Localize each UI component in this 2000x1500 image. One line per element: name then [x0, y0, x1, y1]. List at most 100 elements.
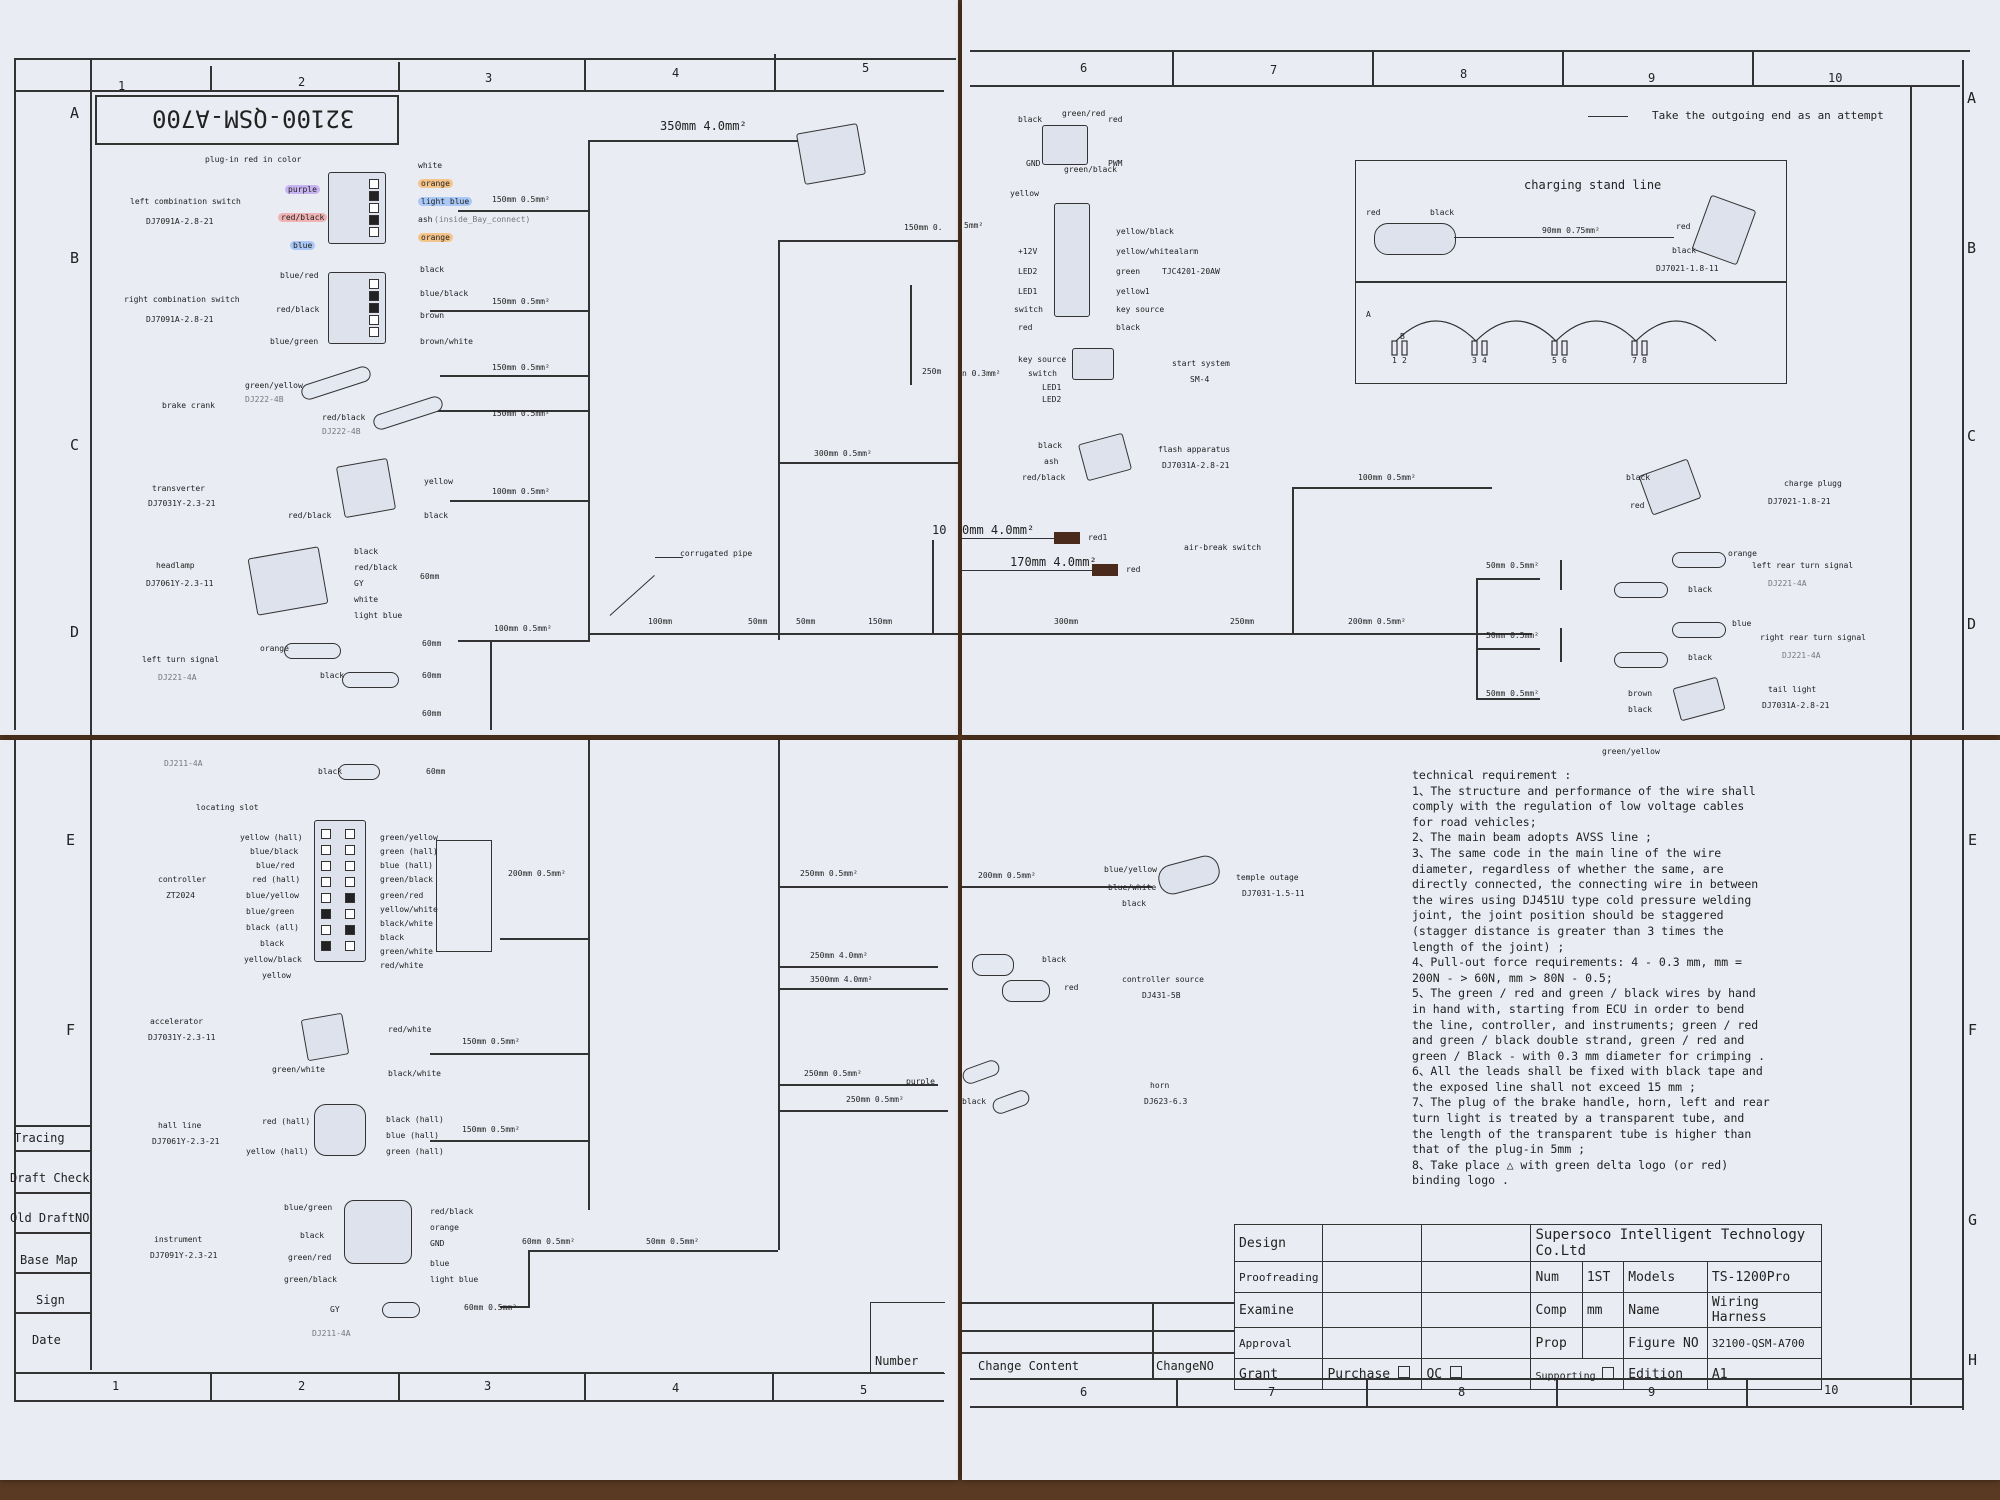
instrument-part: DJ7091Y-2.3-21 [150, 1251, 218, 1260]
temple-part: DJ7031-1.5-11 [1242, 889, 1305, 898]
hall-wire-red: red (hall) [262, 1117, 311, 1126]
hall-wire-yellow: yellow (hall) [246, 1147, 309, 1156]
transverter-part: DJ7031Y-2.3-21 [148, 499, 216, 508]
lrt-wire-black: black [1688, 585, 1713, 594]
brake-wire1: green/yellow [245, 381, 303, 390]
lb-tracing: Tracing [14, 1131, 65, 1145]
flash-connector [1077, 432, 1133, 482]
inst-wire-bluegreen: blue/green [284, 1203, 333, 1212]
alarm-wire-led1: LED1 [1018, 287, 1038, 296]
sheet-bottom-left: E F 1 2 3 4 5 Tracing Draft Check Old Dr… [0, 740, 958, 1480]
main-connector-350 [795, 123, 867, 185]
coil-label-b: B [1400, 332, 1405, 341]
sheet-bottom-right: E F G H 6 7 8 9 10 green/yellow 200mm 0.… [962, 740, 2000, 1480]
col-number-5: 5 [862, 61, 870, 75]
brake-wire2: red/black [322, 413, 366, 422]
charging-plug-connector [1691, 194, 1757, 266]
tb-edition-val: A1 [1706, 1358, 1823, 1390]
temple-name: temple outage [1236, 873, 1299, 882]
length-50b: 50mm [796, 617, 816, 626]
start-name: start system [1172, 359, 1230, 368]
alarm-part: TJC4201-20AW [1162, 267, 1220, 276]
left-turn-part: DJ221-4A [158, 673, 197, 682]
length-50a: 50mm [748, 617, 768, 626]
lc-note: (inside_Bay_connect) [434, 215, 531, 224]
rc-wire-black: black [420, 265, 445, 274]
length-100d: 100mm 0.5mm² [1358, 473, 1416, 482]
rc-wire-blueblack: blue/black [420, 289, 469, 298]
left-combo-name: left combination switch [130, 197, 241, 206]
tb-num: Num [1530, 1261, 1583, 1293]
bcol-6: 6 [1080, 1385, 1088, 1399]
instrument-connector [344, 1200, 412, 1264]
inst-wire-gnd: GND [430, 1239, 445, 1248]
inst-wire-blue: blue [430, 1259, 450, 1268]
accelerator-connector [300, 1012, 350, 1062]
title-block: Design Supersoco Intelligent Technology … [1233, 1224, 1823, 1390]
alarm-wire-keysrc: key source [1116, 305, 1165, 314]
row-letter-r-e: E [1968, 831, 1978, 849]
cs-wire-black: black [1430, 208, 1455, 217]
brake-crank-name: brake crank [162, 401, 215, 410]
req-item-3: 3、The same code in the main line of the … [1412, 845, 1759, 954]
supporting-checkbox[interactable] [1601, 1366, 1614, 1379]
horn-term-1 [962, 1057, 1002, 1087]
ctrl-r-3: green/black [380, 875, 433, 884]
length-150c: 150mm 0.5mm² [492, 363, 550, 372]
bcol-5: 5 [860, 1383, 868, 1397]
ctrl-src-wire-black: black [1042, 955, 1067, 964]
rrt-term-2 [1614, 652, 1668, 668]
length-60a: 60mm [420, 572, 440, 581]
length-60e: 60mm [426, 767, 446, 776]
ctrl-r-8: green/white [380, 947, 433, 956]
rrt-term-1 [1672, 622, 1726, 638]
charging-stand-box: charging stand line red black 90mm 0.75m… [1355, 160, 1787, 384]
row-letter-r-d: D [1967, 615, 1977, 633]
length-250d: 250mm 4.0mm² [810, 951, 868, 960]
controller-name: controller [158, 875, 207, 884]
length-300: 300mm 0.5mm² [814, 449, 872, 458]
ctrl-l-3: red (hall) [252, 875, 301, 884]
row-letter-c: C [70, 436, 80, 454]
length-150g: 150mm 0.5mm² [462, 1037, 520, 1046]
row-letter-d: D [70, 623, 80, 641]
tb-name: Name [1623, 1292, 1708, 1328]
coil-label-4: 4 [1482, 356, 1487, 365]
acc-wire-redwhite: red/white [388, 1025, 432, 1034]
col-number-6: 6 [1080, 61, 1088, 75]
bcol-9: 9 [1648, 1385, 1656, 1399]
start-wire-switch: switch [1028, 369, 1057, 378]
trans-wire-yellow: yellow [424, 477, 453, 486]
col-number-3: 3 [485, 71, 493, 85]
tb-figure: Figure NO [1623, 1327, 1708, 1359]
length-60d: 60mm [422, 709, 442, 718]
hall-wire-blue: blue (hall) [386, 1131, 439, 1140]
length-250b: 250mm [1230, 617, 1255, 626]
row-letter-b: B [70, 249, 80, 267]
row-letter-r-f: F [1968, 1021, 1978, 1039]
length-250e: 250mm 0.5mm² [804, 1069, 862, 1078]
tb-wire-greenblack: green/black [1064, 165, 1117, 174]
inst-wire-greenblack: green/black [284, 1275, 337, 1284]
number-label: Number [875, 1354, 919, 1368]
start-connector [1072, 348, 1114, 380]
lc-wire-orange: orange [418, 179, 453, 188]
tb-comp: Comp [1530, 1292, 1583, 1328]
purchase-checkbox[interactable] [1397, 1366, 1410, 1378]
charging-coil-diagram [1391, 320, 1717, 356]
col-number-8: 8 [1460, 67, 1468, 81]
lc-wire-purple: purple [285, 185, 320, 194]
qc-checkbox[interactable] [1449, 1366, 1462, 1378]
alarm-wire-green: green [1116, 267, 1141, 276]
length-150h: 150mm 0.5mm² [462, 1125, 520, 1134]
length-250f: 250mm 0.5mm² [846, 1095, 904, 1104]
ctrl-l-1: blue/black [250, 847, 299, 856]
tb-models-val: TS-1200Pro [1706, 1261, 1823, 1293]
controller-mate [436, 840, 492, 952]
gy-terminal [382, 1302, 420, 1318]
coil-label-3: 3 [1472, 356, 1477, 365]
req-item-4: 4、Pull-out force requirements: 4 - 0.3 m… [1412, 955, 1742, 985]
alarm-wire-yb: yellow/black [1116, 227, 1174, 236]
coil-label-7: 7 [1632, 356, 1637, 365]
length-200b: 200mm 0.5mm² [508, 869, 566, 878]
